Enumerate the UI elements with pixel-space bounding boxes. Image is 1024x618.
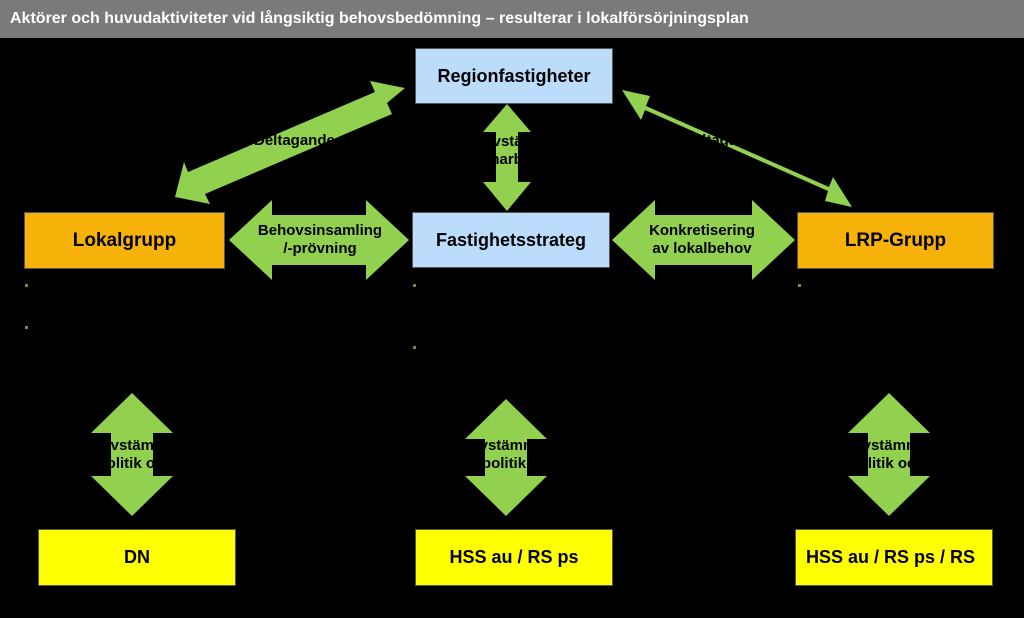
label-avstamning-top: Avstämning samarbete bbox=[489, 133, 525, 169]
label-behovsinsamling-line1: Behovsinsamling bbox=[257, 222, 383, 239]
box-lokalgrupp: Lokalgrupp bbox=[24, 212, 225, 269]
label-bottom-left-line1: Avstämning bbox=[100, 437, 170, 454]
arrow-bottom-right bbox=[848, 393, 930, 516]
label-avstamning-top-line1: Avstämning bbox=[489, 133, 525, 150]
box-hss-right: HSS au / RS ps / RS bbox=[795, 529, 993, 586]
label-bottom-center-line1: Avstämning bbox=[469, 437, 542, 454]
label-bottom-left: Avstämning politik och bbox=[94, 437, 171, 473]
box-regionfastigheter: Regionfastigheter bbox=[415, 48, 613, 104]
box-dn: DN bbox=[38, 529, 236, 586]
label-bottom-left-line2: politik och bbox=[97, 455, 171, 472]
bullet-dot bbox=[798, 284, 801, 287]
label-behovsinsamling-line2: /-prövning bbox=[283, 240, 357, 257]
label-bottom-right-line1: Avstämning bbox=[852, 437, 926, 454]
label-konkretisering-line1: Konkretisering bbox=[649, 222, 755, 239]
label-bottom-center: Avstämning politik bbox=[468, 437, 542, 473]
arrow-behovsinsamling bbox=[229, 200, 409, 280]
label-deltagande-right: Deltagande bbox=[683, 132, 764, 149]
box-lrp-grupp: LRP-Grupp bbox=[797, 212, 994, 269]
label-bottom-center-line2: politik bbox=[481, 455, 527, 472]
page-title: Aktörer och huvudaktiviteter vid långsik… bbox=[0, 0, 1024, 38]
arrow-bottom-center bbox=[465, 399, 547, 516]
arrow-konkretisering bbox=[612, 200, 795, 280]
label-konkretisering-line2: av lokalbehov bbox=[652, 240, 752, 257]
label-bottom-right-line2: politik och bbox=[852, 455, 925, 472]
label-behovsinsamling: Behovsinsamling /-prövning bbox=[240, 222, 400, 258]
bullet-dot bbox=[413, 346, 416, 349]
box-fastighetsstrateg: Fastighetsstrateg bbox=[412, 212, 610, 268]
bullet-dot bbox=[25, 326, 28, 329]
bullet-dot bbox=[413, 284, 416, 287]
arrow-avstamning-top bbox=[483, 104, 531, 211]
arrow-deltagande-left bbox=[175, 81, 405, 204]
arrow-bottom-left bbox=[91, 393, 173, 516]
arrow-deltagande-right bbox=[622, 90, 852, 207]
bullet-dot bbox=[25, 284, 28, 287]
label-konkretisering: Konkretisering av lokalbehov bbox=[622, 222, 782, 258]
label-deltagande-left: Deltagande bbox=[254, 132, 334, 149]
label-avstamning-top-line2: samarbete bbox=[489, 151, 525, 168]
label-bottom-right: Avstämning politik och bbox=[852, 437, 926, 473]
box-hss-center: HSS au / RS ps bbox=[415, 529, 613, 586]
